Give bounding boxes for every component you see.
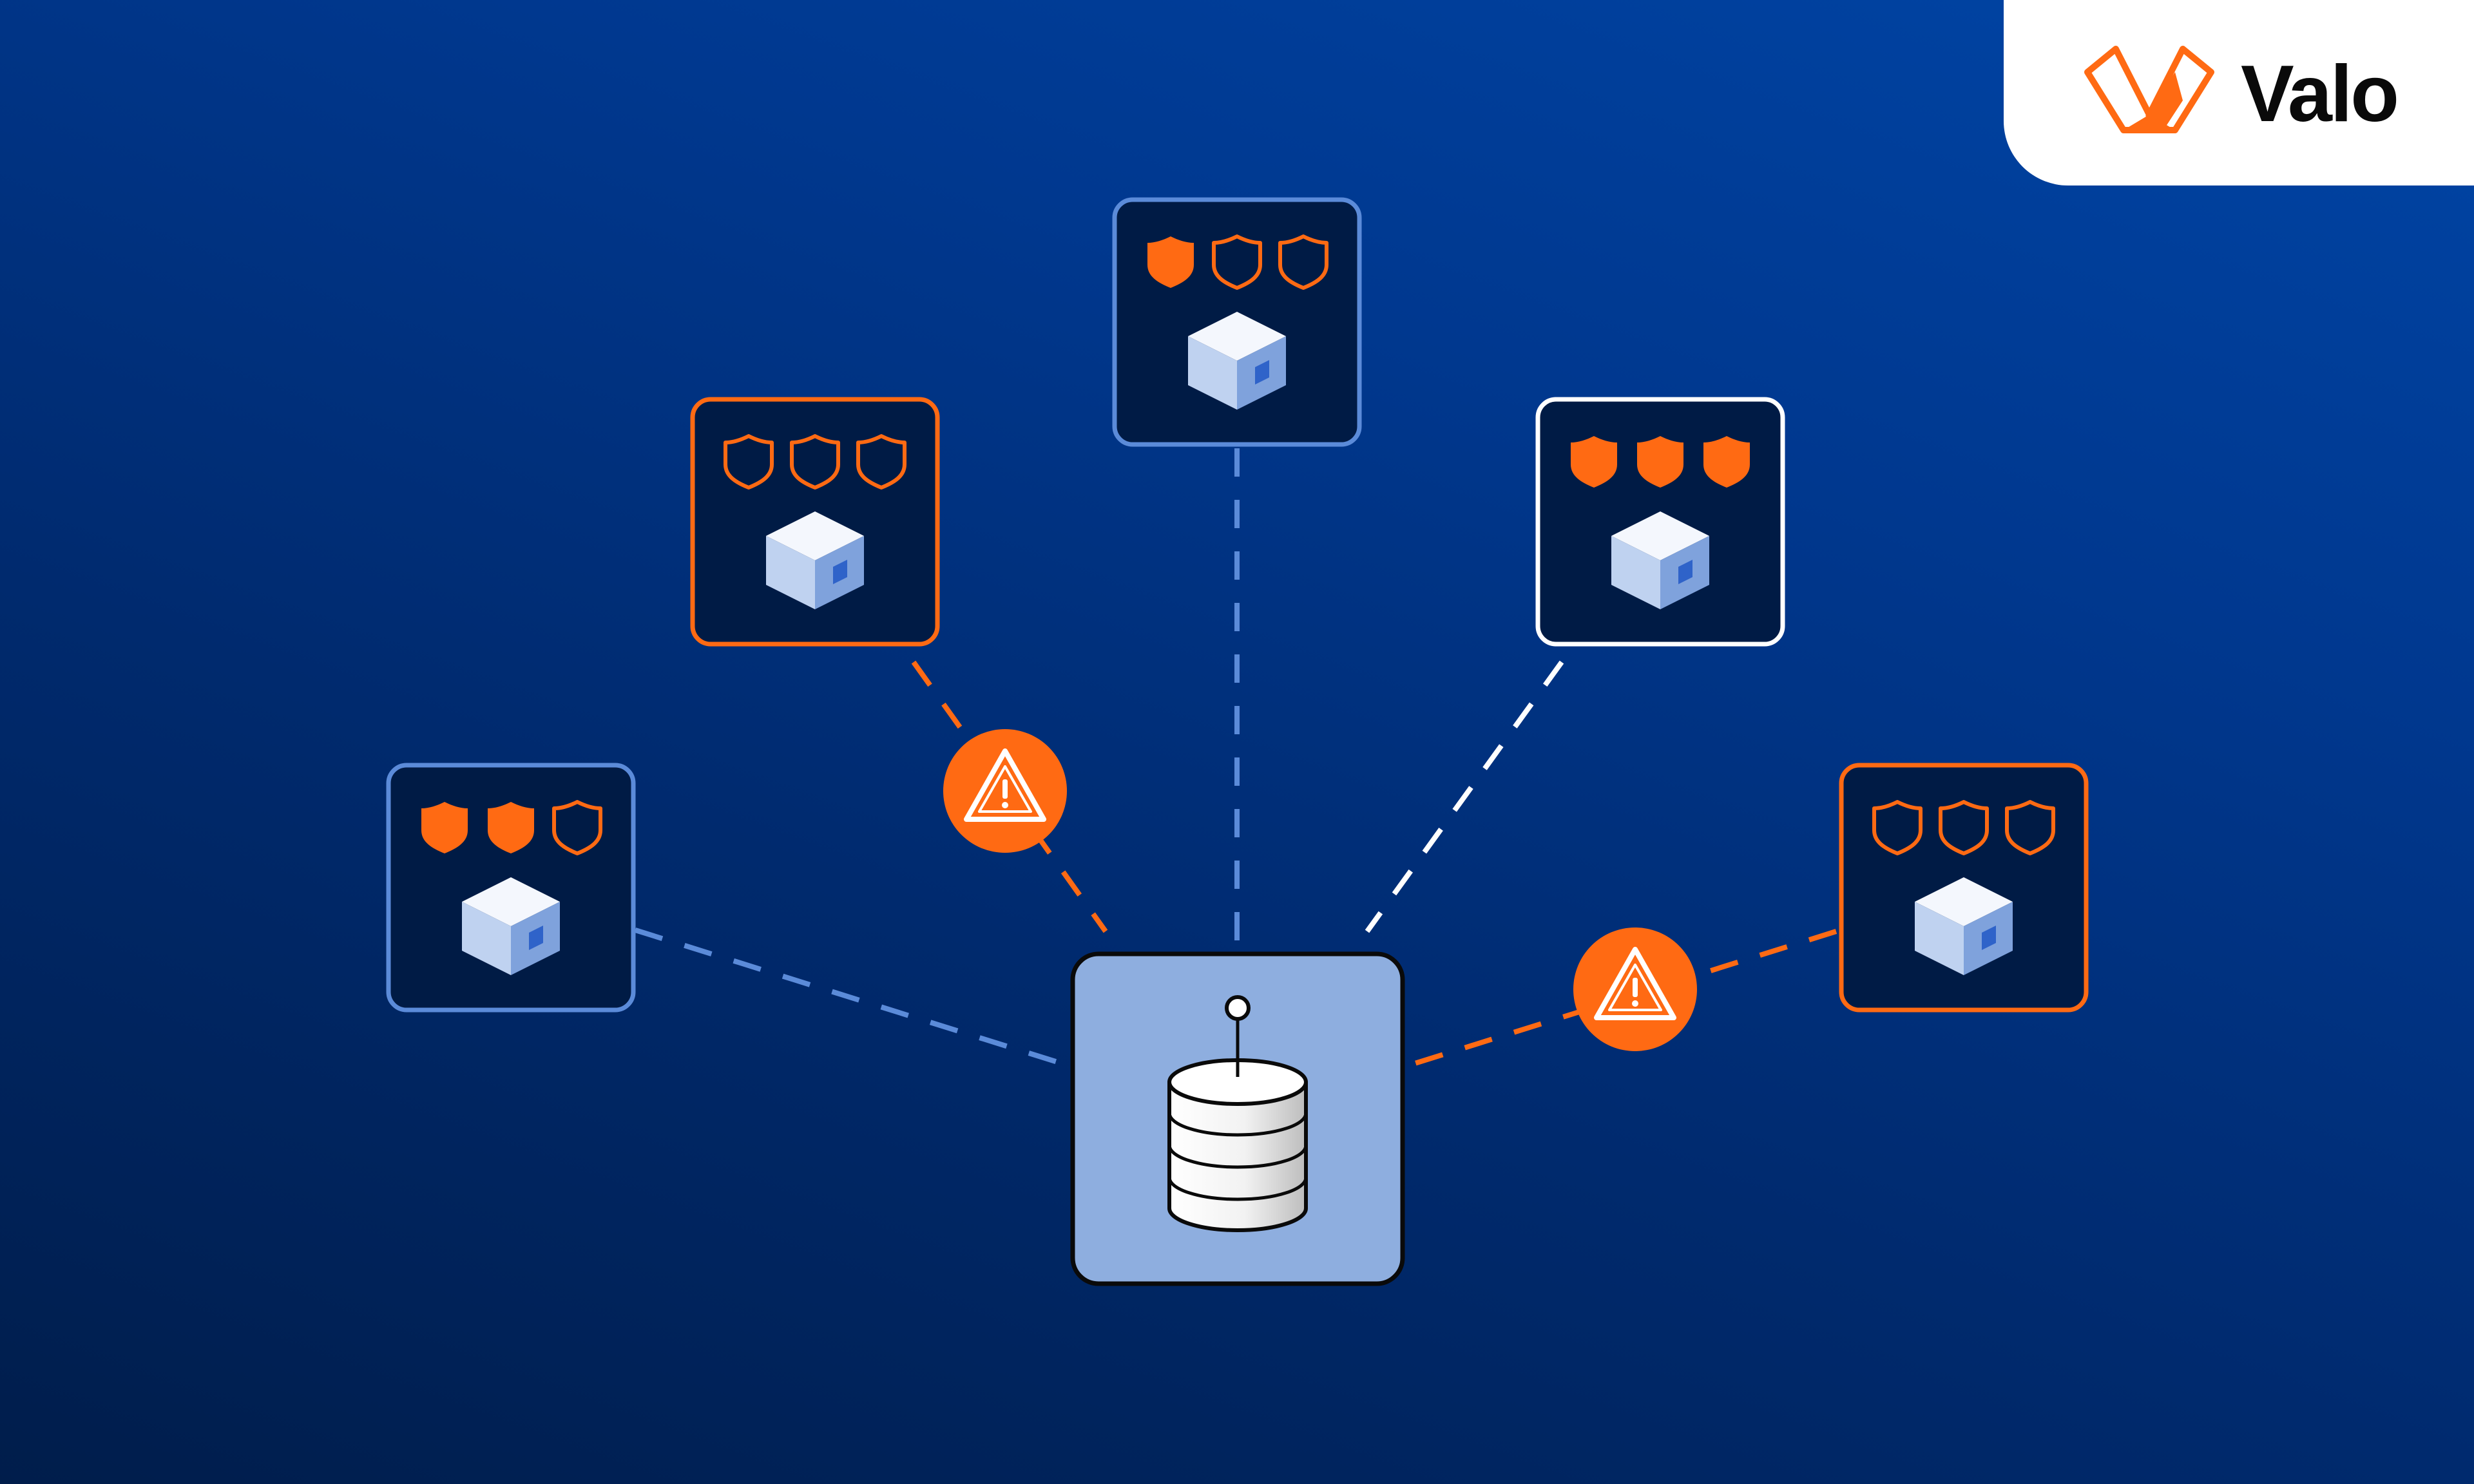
service-nodes	[386, 197, 2089, 1013]
shield-icon	[1703, 436, 1750, 488]
shield-icon	[421, 802, 468, 853]
shield-icon	[1939, 800, 1989, 855]
database-hub	[1070, 951, 1405, 1286]
brand-tab	[2004, 0, 2474, 186]
shield-icon	[552, 800, 602, 855]
warning-triangle-icon	[943, 729, 1067, 853]
node-right	[1839, 763, 2089, 1013]
node-upper-right	[1535, 397, 1785, 647]
cube-icon	[766, 511, 864, 609]
node-upper-left	[690, 397, 940, 647]
node-top	[1112, 197, 1362, 447]
link-line-upper-right	[1365, 660, 1564, 933]
link-line-left	[634, 928, 1073, 1069]
shield-icon	[1212, 234, 1262, 290]
shield-icon	[724, 434, 774, 490]
shield-icon	[1147, 236, 1194, 288]
warning-triangle-icon	[1573, 928, 1697, 1051]
shield-icon	[1571, 436, 1617, 488]
shield-icon	[1278, 234, 1328, 290]
shield-icon	[1872, 800, 1923, 855]
shield-icon	[790, 434, 840, 490]
cube-icon	[1611, 511, 1709, 609]
cube-icon	[462, 877, 560, 975]
warning-badges	[943, 729, 1697, 1051]
node-left	[386, 763, 636, 1013]
shield-icon	[856, 434, 906, 490]
shield-icon	[2005, 800, 2055, 855]
valo-v-logo-icon	[2084, 46, 2214, 133]
database-hub-card	[1070, 951, 1405, 1286]
shield-icon	[488, 802, 534, 853]
shield-icon	[1637, 436, 1683, 488]
brand-name: Valo	[2241, 50, 2399, 138]
cube-icon	[1188, 312, 1286, 410]
cube-icon	[1915, 877, 2013, 975]
database-icon	[1167, 995, 1308, 1232]
